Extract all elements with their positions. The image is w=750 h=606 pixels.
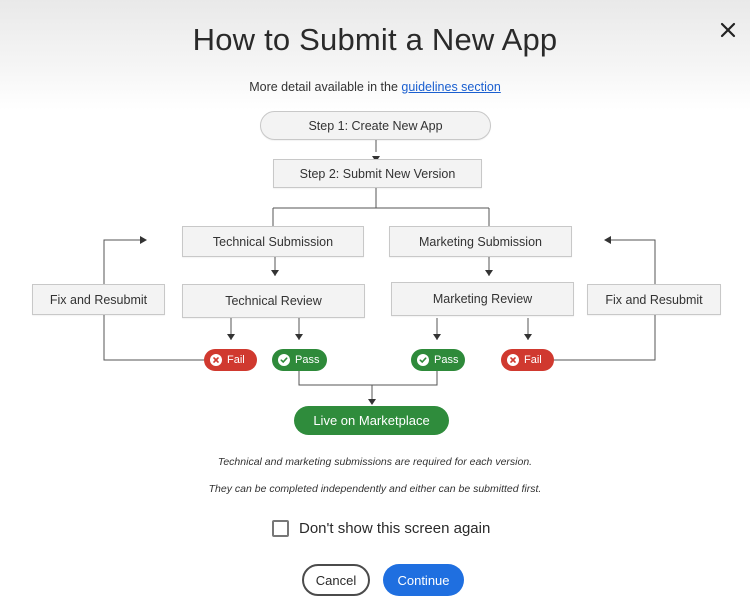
dont-show-again-checkbox[interactable] <box>272 520 289 537</box>
live-on-marketplace-box: Live on Marketplace <box>294 406 449 435</box>
marketing-pass-badge: Pass <box>411 349 465 371</box>
marketing-review-box: Marketing Review <box>391 282 574 316</box>
pass-label: Pass <box>295 354 320 366</box>
step1-box: Step 1: Create New App <box>260 111 491 140</box>
close-icon[interactable] <box>716 18 740 42</box>
fix-resubmit-right-box: Fix and Resubmit <box>587 284 721 315</box>
guidelines-link[interactable]: guidelines section <box>401 80 501 94</box>
fail-x-icon <box>210 354 222 366</box>
pass-check-icon <box>278 354 290 366</box>
dont-show-again-row[interactable]: Don't show this screen again <box>272 520 490 537</box>
step2-box: Step 2: Submit New Version <box>273 159 482 188</box>
pass-check-icon <box>417 354 429 366</box>
pass-label: Pass <box>434 354 459 366</box>
note-line-1: Technical and marketing submissions are … <box>217 456 533 468</box>
technical-review-box: Technical Review <box>182 284 365 318</box>
fail-label: Fail <box>524 354 542 366</box>
subtitle-text: More detail available in the <box>249 80 402 94</box>
fail-label: Fail <box>227 354 245 366</box>
technical-fail-badge: Fail <box>204 349 257 371</box>
marketing-fail-badge: Fail <box>501 349 554 371</box>
dialog-title: How to Submit a New App <box>192 22 558 57</box>
technical-submission-box: Technical Submission <box>182 226 364 257</box>
fail-x-icon <box>507 354 519 366</box>
dont-show-again-label[interactable]: Don't show this screen again <box>299 520 491 537</box>
subtitle: More detail available in the guidelines … <box>0 80 750 94</box>
note-line-2: They can be completed independently and … <box>208 483 542 495</box>
technical-pass-badge: Pass <box>272 349 327 371</box>
marketing-submission-box: Marketing Submission <box>389 226 572 257</box>
fix-resubmit-left-box: Fix and Resubmit <box>32 284 165 315</box>
cancel-button[interactable]: Cancel <box>302 564 370 596</box>
continue-button[interactable]: Continue <box>383 564 464 596</box>
